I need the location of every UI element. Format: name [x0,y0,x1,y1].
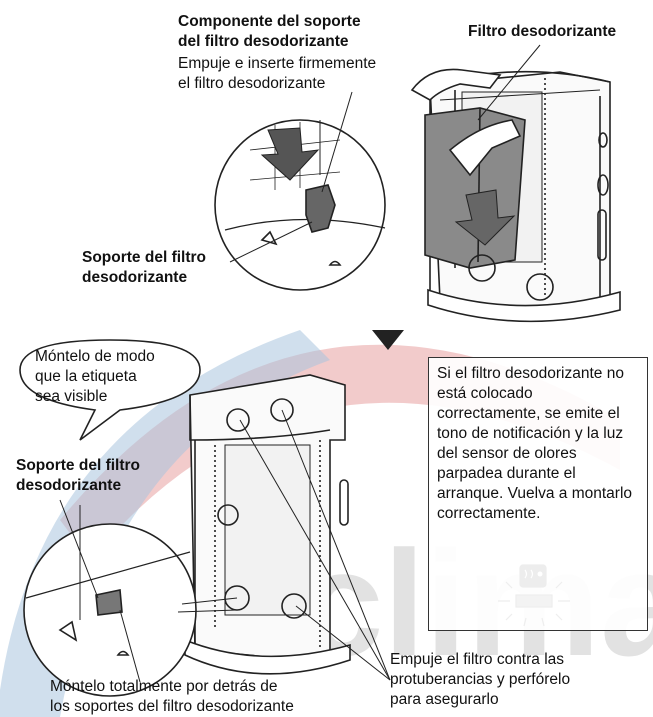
step-triangle-icon [372,330,404,350]
speech-bubble [19,339,201,441]
leader-holder-bottom [59,499,99,599]
purifier-unit-bottom [184,374,351,675]
bubble-line3: sea visible [35,388,108,405]
filter-label: Filtro desodorizante [468,23,617,40]
leader-push-c [295,605,391,681]
hand-side [448,119,522,177]
push-note-line1: Empuje el filtro contra las [390,651,565,668]
leader-mount-note [119,609,141,683]
holder-top-line1: Soporte del filtro [82,249,206,266]
leader-push-a [239,419,391,681]
down-arrow-icon-2 [454,189,516,246]
component-title-line1: Componente del soporte [178,13,361,30]
mount-note-line2: los soportes del filtro desodorizante [50,698,294,715]
leader-filter [477,44,541,121]
bubble-line2: que la etiqueta [35,368,137,385]
hand-top [410,68,502,101]
notice-box: Si el filtro desodorizante no está coloc… [428,357,648,631]
leader-holder-top [229,221,313,263]
leader-component [321,91,353,193]
component-title-line2: del filtro desodorizante [178,33,349,50]
component-desc-line2: el filtro desodorizante [178,75,326,92]
mount-note-line1: Móntelo totalmente por detrás de [50,678,278,695]
component-desc-line1: Empuje e inserte firmemente [178,55,377,72]
detail-circle-right [526,273,554,301]
holder-top-line2: desodorizante [82,269,188,286]
down-arrow-icon [260,127,320,181]
bubble-line1: Móntelo de modo [35,348,155,365]
detail-circle-left [468,254,496,282]
push-note-line3: para asegurarlo [390,691,499,708]
notice-text: Si el filtro desodorizante no está coloc… [437,365,633,522]
holder-bottom-line1: Soporte del filtro [16,457,140,474]
holder-bottom-line2: desodorizante [16,477,122,494]
push-note-line2: protuberancias y perfórelo [390,671,571,688]
zoom-detail-top [214,119,386,291]
zoom-detail-bottom [23,505,238,697]
leader-push-b [281,409,391,681]
